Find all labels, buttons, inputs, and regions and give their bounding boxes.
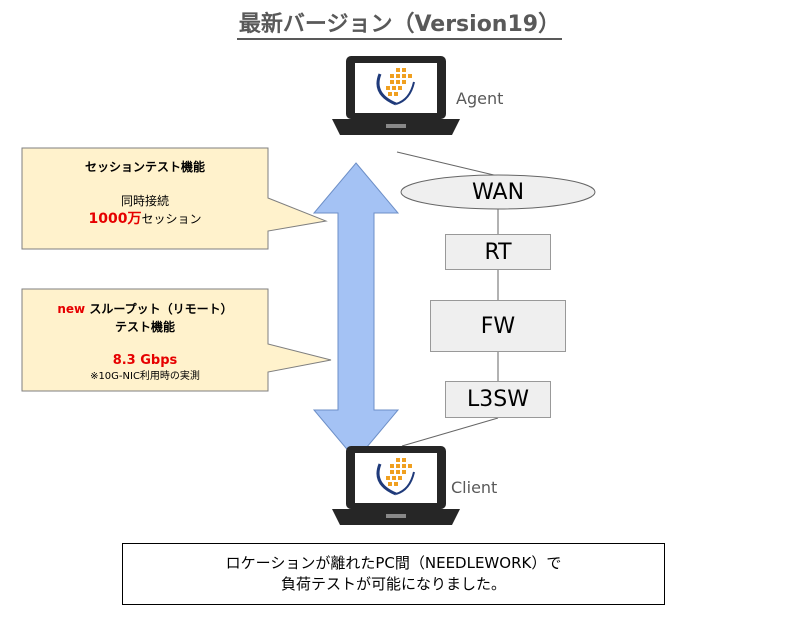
throughput-callout-shape <box>21 288 332 392</box>
session-value-suffix: セッション <box>141 212 202 226</box>
client-logo-icon <box>376 458 415 496</box>
client-laptop-icon <box>332 446 460 525</box>
throughput-value: 8.3 Gbps <box>112 353 178 368</box>
throughput-callout: new スループット（リモート） テスト機能 8.3 Gbps ※10G-NIC… <box>22 300 268 384</box>
client-label: Client <box>451 478 498 497</box>
session-value-line: 1000万セッション <box>22 210 268 228</box>
page-title-text: 最新バージョン（Version19） <box>236 12 563 40</box>
throughput-heading-text: スループット（リモート） <box>85 302 233 316</box>
new-badge: new <box>57 302 86 316</box>
l3sw-client-link <box>401 417 499 447</box>
wan-label: WAN <box>471 179 525 205</box>
message-line1: ロケーションが離れたPC間（NEEDLEWORK）で <box>225 554 562 572</box>
session-callout-shape <box>21 147 328 250</box>
page-title: 最新バージョン（Version19） <box>0 6 799 40</box>
session-callout: セッションテスト機能 同時接続 1000万セッション <box>22 158 268 228</box>
message-line2: 負荷テストが可能になりました。 <box>280 575 506 593</box>
rt-box: RT <box>445 234 551 270</box>
fw-box: FW <box>430 300 566 352</box>
agent-wan-link <box>396 151 499 177</box>
agent-label: Agent <box>456 89 504 108</box>
bidirectional-arrow <box>312 162 400 461</box>
session-line1: 同時接続 <box>120 194 169 208</box>
message-box: ロケーションが離れたPC間（NEEDLEWORK）で 負荷テストが可能になりまし… <box>122 543 665 605</box>
session-value: 1000万 <box>88 211 142 227</box>
throughput-note: ※10G-NIC利用時の実測 <box>90 371 200 382</box>
wan-ellipse <box>400 174 596 210</box>
agent-laptop-icon <box>332 56 460 135</box>
agent-logo-icon <box>376 68 415 106</box>
l3sw-box: L3SW <box>445 381 551 418</box>
session-heading: セッションテスト機能 <box>84 160 205 174</box>
throughput-heading-line1: new スループット（リモート） <box>22 300 268 318</box>
throughput-heading-line2: テスト機能 <box>114 320 175 334</box>
